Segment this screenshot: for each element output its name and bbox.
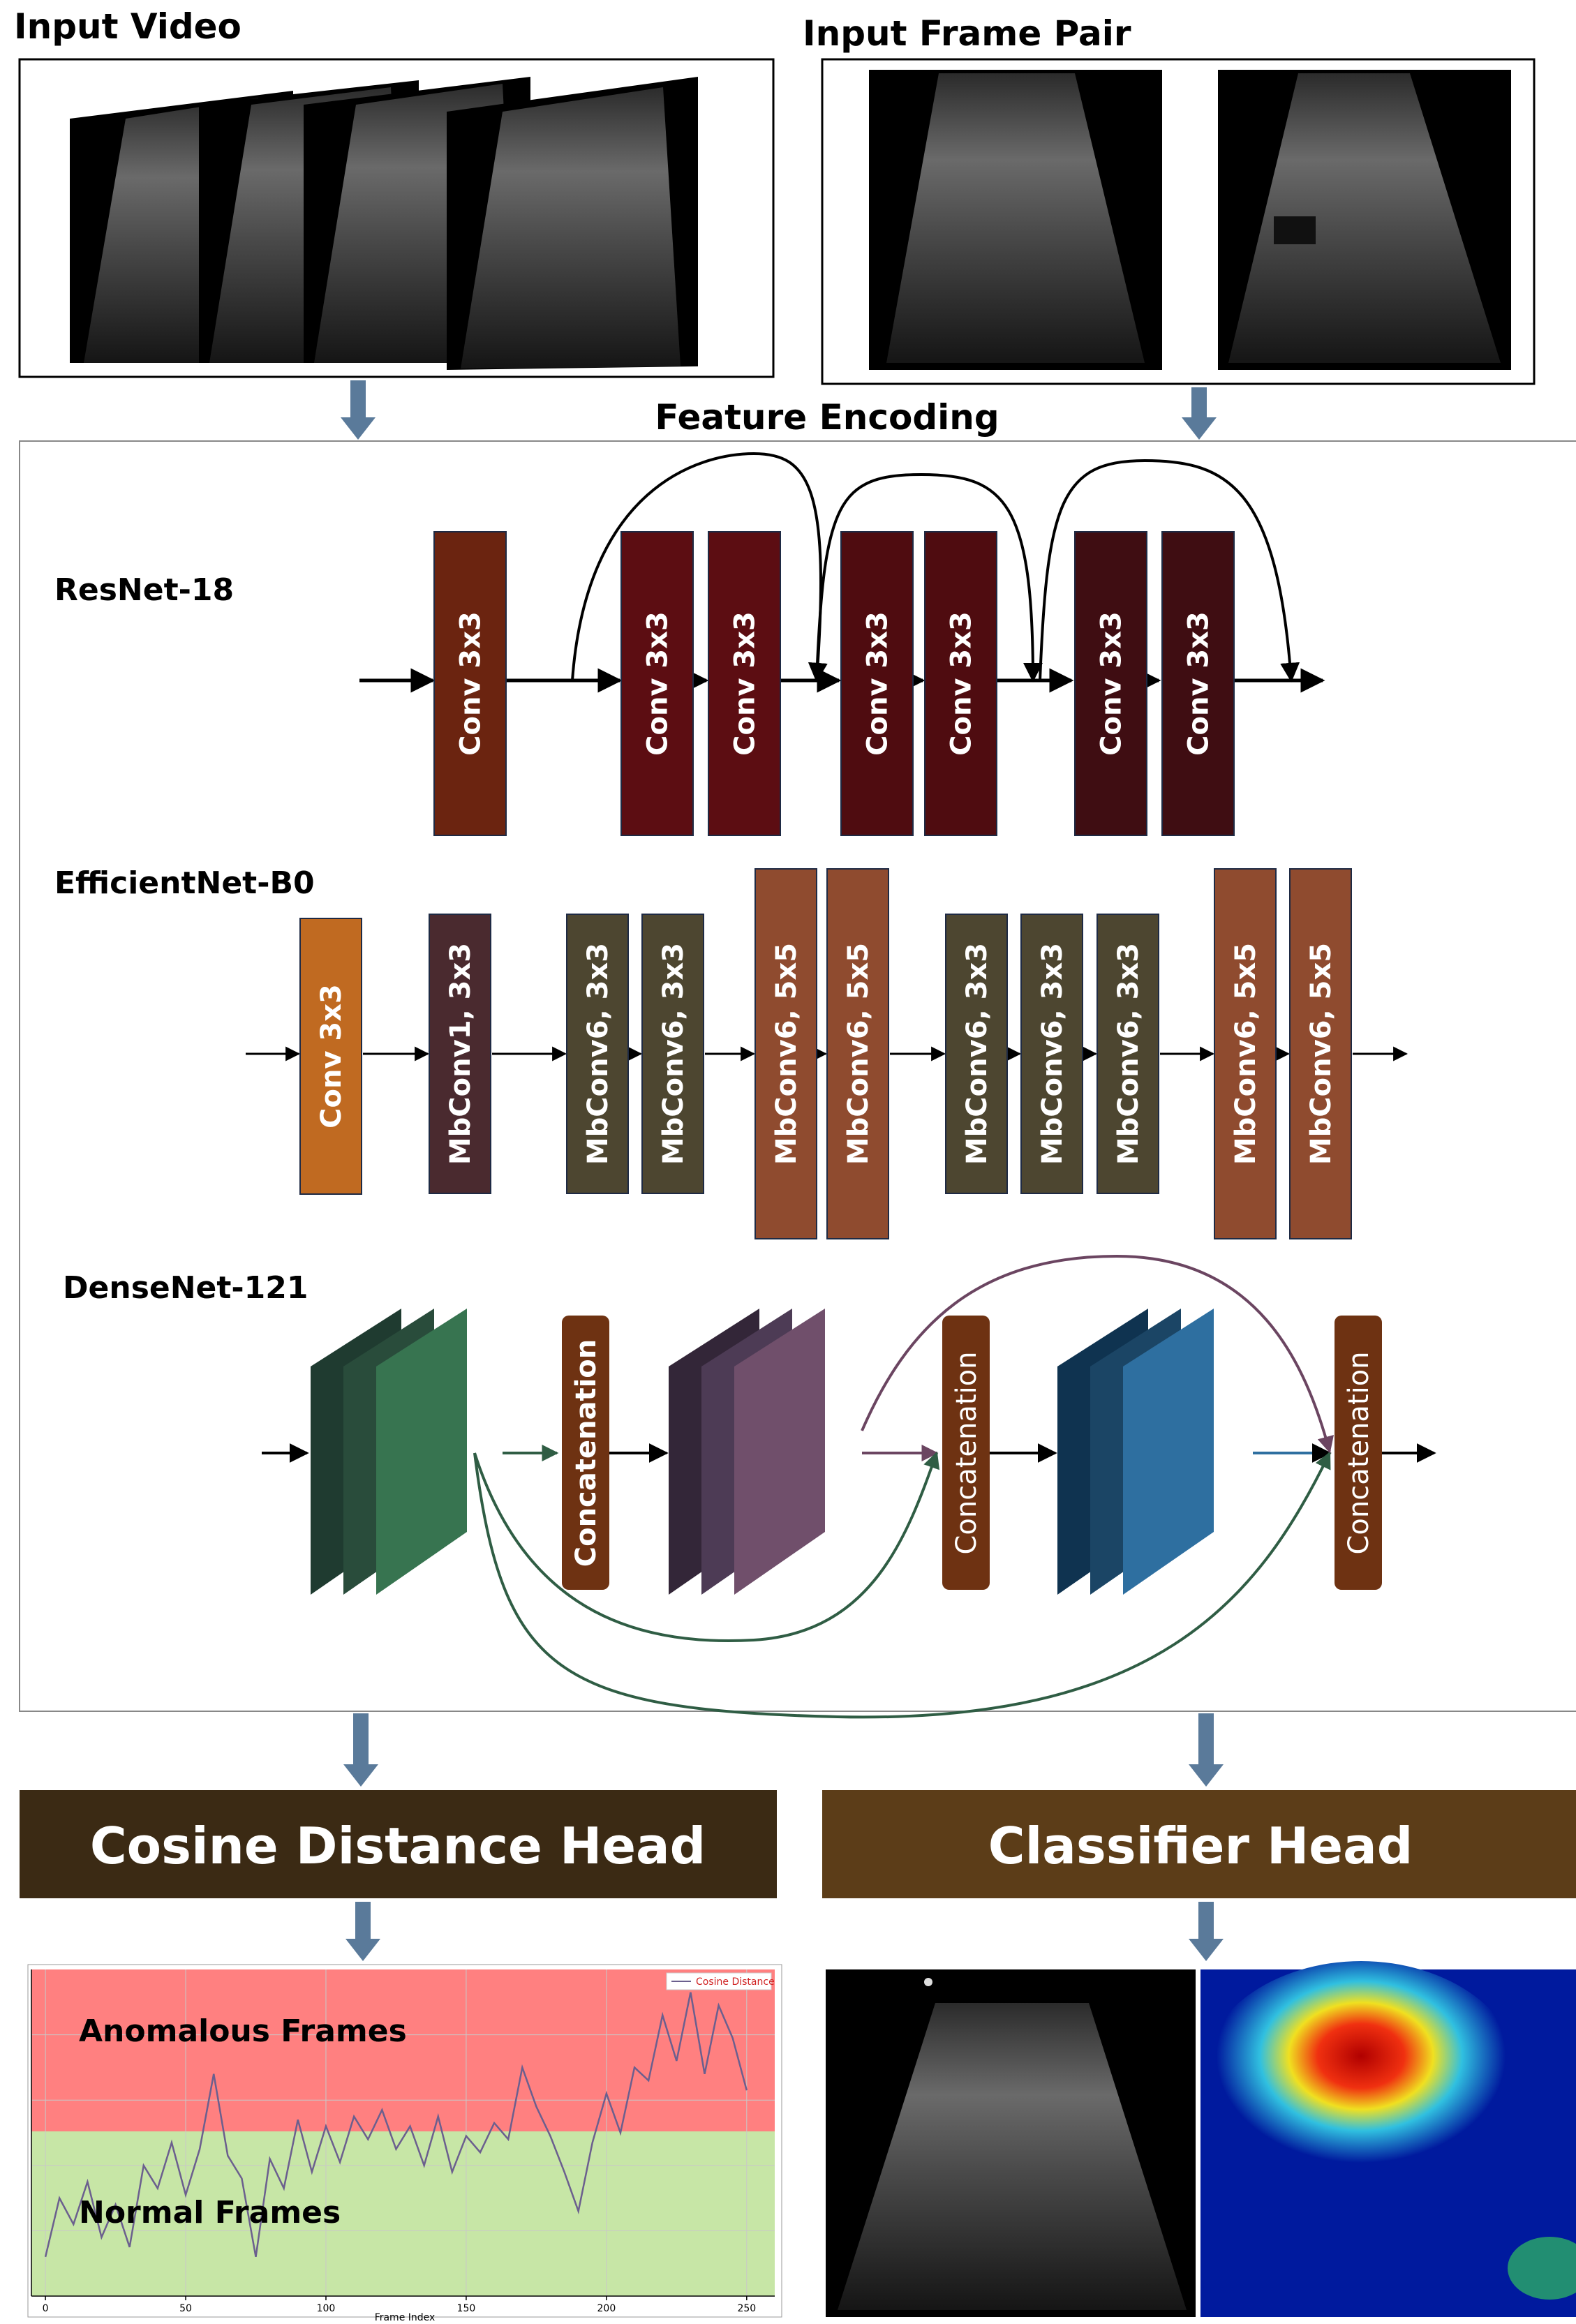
efficientnet-block-label: Conv 3x3 — [315, 984, 348, 1129]
down-arrow-right-mid — [1189, 1713, 1224, 1787]
down-arrow-left-top — [341, 380, 376, 440]
cosine-distance-line — [44, 1992, 748, 2258]
resnet-label: ResNet-18 — [54, 572, 234, 608]
efficientnet-block-label: MbConv6, 3x3 — [1036, 943, 1069, 1165]
x-tick-label: 250 — [737, 2303, 756, 2314]
concatenation-label: Concatenation — [1343, 1351, 1375, 1554]
efficientnet-label: EfficientNet-B0 — [54, 865, 315, 901]
resnet-block-label: Conv 3x3 — [862, 611, 894, 756]
efficientnet-block-7 — [945, 914, 1008, 1194]
efficientnet-block-label: MbConv6, 3x3 — [657, 943, 690, 1165]
efficientnet-block-label: MbConv1, 3x3 — [445, 943, 477, 1165]
efficientnet-block-3 — [566, 914, 629, 1194]
cosine-head-box — [20, 1790, 777, 1898]
resnet-block-3 — [708, 531, 781, 836]
densenet-concatenation-3 — [1335, 1316, 1382, 1590]
densenet-skip-connections — [473, 1254, 1334, 1719]
densenet-feature-map-purple-3 — [734, 1309, 825, 1595]
frame-pair-right — [1218, 70, 1511, 370]
efficientnet-block-6 — [826, 868, 889, 1239]
resnet-block-2 — [620, 531, 694, 836]
resnet-block-label: Conv 3x3 — [455, 611, 487, 756]
frame-pair-left — [869, 70, 1162, 370]
down-arrow-left-mid — [343, 1713, 378, 1787]
normal-frames-label: Normal Frames — [79, 2195, 341, 2230]
resnet-block-7 — [1161, 531, 1235, 836]
video-frame-4 — [447, 77, 698, 370]
efficientnet-block-8 — [1020, 914, 1083, 1194]
classifier-ultrasound-image — [826, 1969, 1196, 2317]
resnet-skip-connections — [571, 452, 1300, 683]
resnet-block-6 — [1074, 531, 1147, 836]
efficientnet-block-11 — [1289, 868, 1352, 1239]
efficientnet-block-label: MbConv6, 5x5 — [1230, 943, 1262, 1165]
efficientnet-block-label: MbConv6, 5x5 — [771, 943, 803, 1165]
efficientnet-block-label: MbConv6, 3x3 — [1113, 943, 1145, 1165]
resnet-block-4 — [840, 531, 914, 836]
down-arrow-left-bottom — [345, 1902, 380, 1961]
feature-encoding-title: Feature Encoding — [655, 397, 999, 438]
efficientnet-block-1 — [299, 918, 362, 1195]
resnet-block-label: Conv 3x3 — [946, 611, 978, 756]
cosine-plot: 0 50 100 150 200 250 Frame Index Cosine Dista… — [27, 1964, 782, 2323]
efficientnet-block-label: MbConv6, 3x3 — [961, 943, 993, 1165]
resnet-block-label: Conv 3x3 — [1096, 611, 1128, 756]
down-arrow-right-bottom — [1189, 1902, 1224, 1961]
cosine-head-label: Cosine Distance Head — [90, 1817, 706, 1875]
densenet-feature-map-blue-3 — [1123, 1309, 1214, 1595]
efficientnet-block-2 — [429, 914, 491, 1194]
resnet-block-label: Conv 3x3 — [1183, 611, 1215, 756]
efficientnet-block-label: MbConv6, 5x5 — [1305, 943, 1337, 1165]
x-tick-label: 100 — [317, 2303, 336, 2314]
x-tick-label: 150 — [457, 2303, 476, 2314]
efficientnet-block-5 — [754, 868, 817, 1239]
anomalous-frames-label: Anomalous Frames — [79, 2013, 407, 2049]
resnet-block-label: Conv 3x3 — [729, 611, 761, 756]
x-axis-label: Frame Index — [375, 2312, 436, 2323]
densenet-label: DenseNet-121 — [63, 1270, 308, 1306]
x-tick-label: 50 — [179, 2303, 192, 2314]
anomalous-region — [31, 1969, 775, 2131]
input-frame-pair-title: Input Frame Pair — [803, 13, 1131, 54]
input-video-title: Input Video — [14, 6, 241, 47]
densenet-concatenation-2 — [942, 1316, 990, 1590]
concatenation-label: Concatenation — [570, 1339, 602, 1567]
efficientnet-block-4 — [641, 914, 704, 1194]
normal-region — [31, 2131, 775, 2296]
resnet-block-label: Conv 3x3 — [642, 611, 674, 756]
classifier-heatmap-image — [1200, 1961, 1576, 2317]
concatenation-label: Concatenation — [951, 1351, 983, 1554]
resnet-block-1 — [433, 531, 507, 836]
x-tick-label: 0 — [43, 2303, 49, 2314]
efficientnet-block-9 — [1096, 914, 1159, 1194]
densenet-concatenation-1 — [562, 1316, 609, 1590]
efficientnet-block-label: MbConv6, 5x5 — [842, 943, 875, 1165]
x-tick-label: 200 — [597, 2303, 616, 2314]
down-arrow-right-top — [1182, 387, 1217, 440]
classifier-head-box — [822, 1790, 1576, 1898]
classifier-head-label: Classifier Head — [988, 1817, 1413, 1875]
densenet-feature-map-green-3 — [376, 1309, 467, 1595]
resnet-block-5 — [924, 531, 997, 836]
efficientnet-block-10 — [1214, 868, 1277, 1239]
efficientnet-block-label: MbConv6, 3x3 — [582, 943, 614, 1165]
legend-label: Cosine Distance — [696, 1976, 775, 1988]
